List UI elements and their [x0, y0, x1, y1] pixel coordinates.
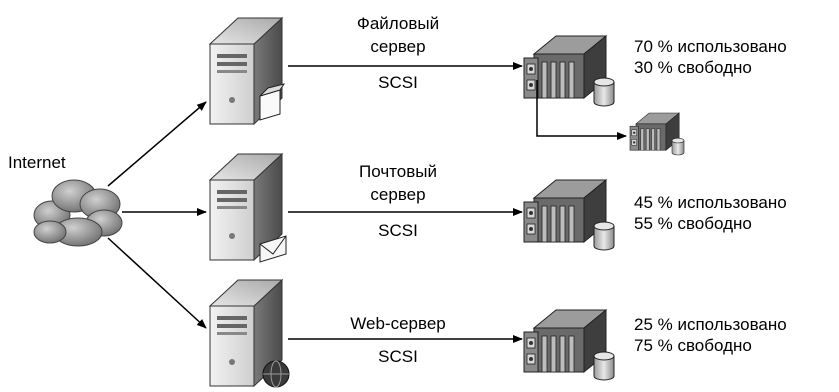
internet-cloud-icon	[33, 179, 123, 247]
usage-used-web: 25 % использовано	[634, 315, 787, 334]
storage-unit-mail	[523, 179, 615, 251]
scsi-label-file: SCSI	[378, 73, 418, 92]
web-server-icon	[209, 279, 290, 388]
file-server-label-line2: сервер	[370, 37, 426, 56]
link-internet-file	[107, 101, 207, 187]
internet-label: Internet	[8, 153, 66, 172]
link-internet-web	[107, 237, 207, 329]
mail-server-label-line1: Почтовый	[359, 162, 437, 181]
file-server-icon	[209, 17, 286, 125]
usage-used-file: 70 % использовано	[634, 37, 787, 56]
scsi-label-web: SCSI	[378, 347, 418, 366]
scsi-label-mail: SCSI	[378, 221, 418, 240]
web-server-label: Web-сервер	[350, 314, 446, 333]
mail-server-icon	[209, 153, 287, 263]
file-server-label-line1: Файловый	[356, 14, 440, 33]
mail-server-label-line2: сервер	[370, 185, 426, 204]
storage-unit-web	[523, 309, 615, 381]
usage-free-file: 30 % свободно	[634, 58, 752, 77]
usage-used-mail: 45 % использовано	[634, 193, 787, 212]
usage-free-mail: 55 % свободно	[634, 214, 752, 233]
usage-free-web: 75 % свободно	[634, 336, 752, 355]
storage-unit-extra	[629, 112, 685, 156]
link-extra-storage	[536, 80, 627, 140]
